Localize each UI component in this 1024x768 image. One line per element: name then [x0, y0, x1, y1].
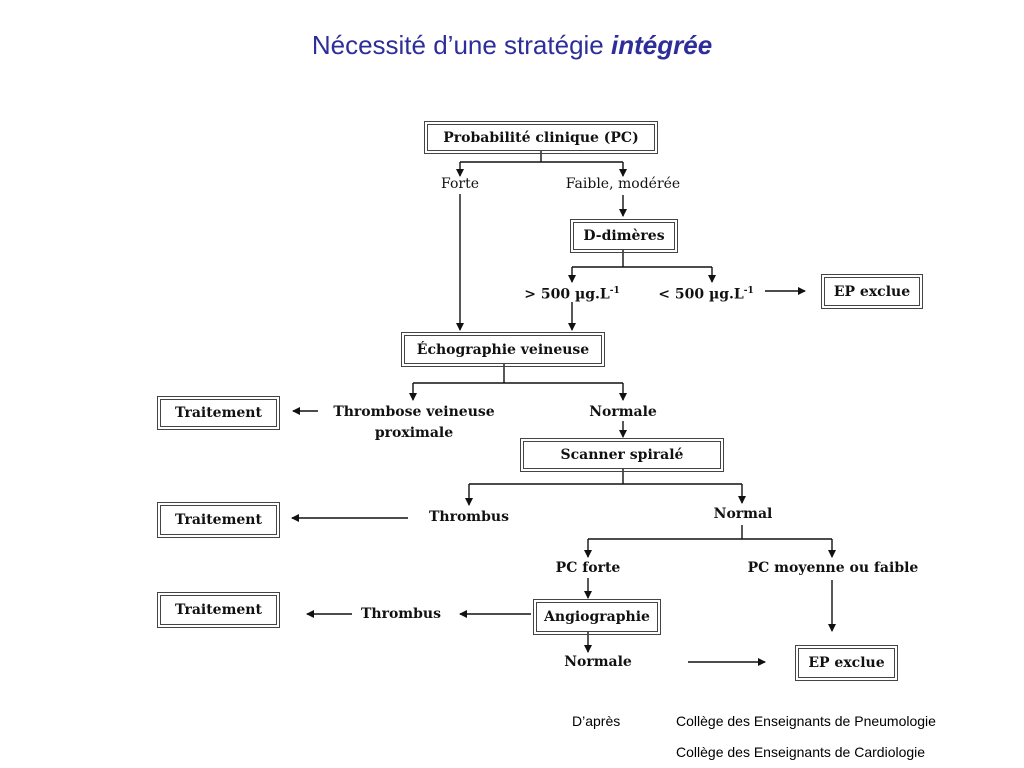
- label-thrombose-veineuse: Thrombose veineuse proximale: [316, 402, 512, 444]
- label-thrombus-1: Thrombus: [429, 509, 509, 525]
- title-main: Nécessité d’une stratégie: [311, 30, 604, 60]
- box-echographie-veineuse: Échographie veineuse: [401, 332, 605, 367]
- ddim-high-exponent: -1: [609, 286, 620, 296]
- title-emphasis: intégrée: [611, 30, 713, 60]
- ddim-high-text: > 500 µg.L: [524, 286, 610, 303]
- thrombose-line2: proximale: [374, 425, 454, 441]
- box-ep-exclue-1: EP exclue: [821, 274, 923, 309]
- box-traitement-2: Traitement: [157, 502, 280, 538]
- box-d-dimeres: D-dimères: [570, 219, 678, 253]
- credit-prefix: D’après: [572, 713, 621, 729]
- box-traitement-3: Traitement: [157, 592, 280, 628]
- label-ddim-high: > 500 µg.L-1: [512, 281, 632, 306]
- box-ep-exclue-2: EP exclue: [795, 645, 898, 681]
- box-traitement-1: Traitement: [157, 396, 280, 430]
- slide-title: Nécessité d’une stratégie intégrée: [0, 30, 1024, 61]
- label-normale-1: Normale: [589, 404, 657, 420]
- label-pc-forte: PC forte: [555, 560, 621, 576]
- label-forte: Forte: [441, 176, 479, 192]
- ddim-low-text: < 500 µg.L: [658, 286, 744, 303]
- label-normal: Normal: [713, 506, 773, 522]
- label-ddim-low: < 500 µg.L-1: [645, 281, 767, 306]
- thrombose-line1: Thrombose veineuse: [333, 404, 495, 420]
- credit-line1: Collège des Enseignants de Pneumologie: [676, 713, 936, 729]
- box-scanner-spirale: Scanner spiralé: [520, 438, 724, 472]
- label-pc-moyenne-ou-faible: PC moyenne ou faible: [747, 560, 919, 576]
- label-normale-2: Normale: [564, 654, 632, 670]
- credit-line2: Collège des Enseignants de Cardiologie: [676, 744, 926, 760]
- ddim-low-exponent: -1: [743, 286, 754, 296]
- label-thrombus-2: Thrombus: [361, 606, 441, 622]
- box-probabilite-clinique: Probabilité clinique (PC): [424, 121, 658, 154]
- box-angiographie: Angiographie: [533, 599, 661, 635]
- label-faible-moderee: Faible, modérée: [565, 176, 681, 192]
